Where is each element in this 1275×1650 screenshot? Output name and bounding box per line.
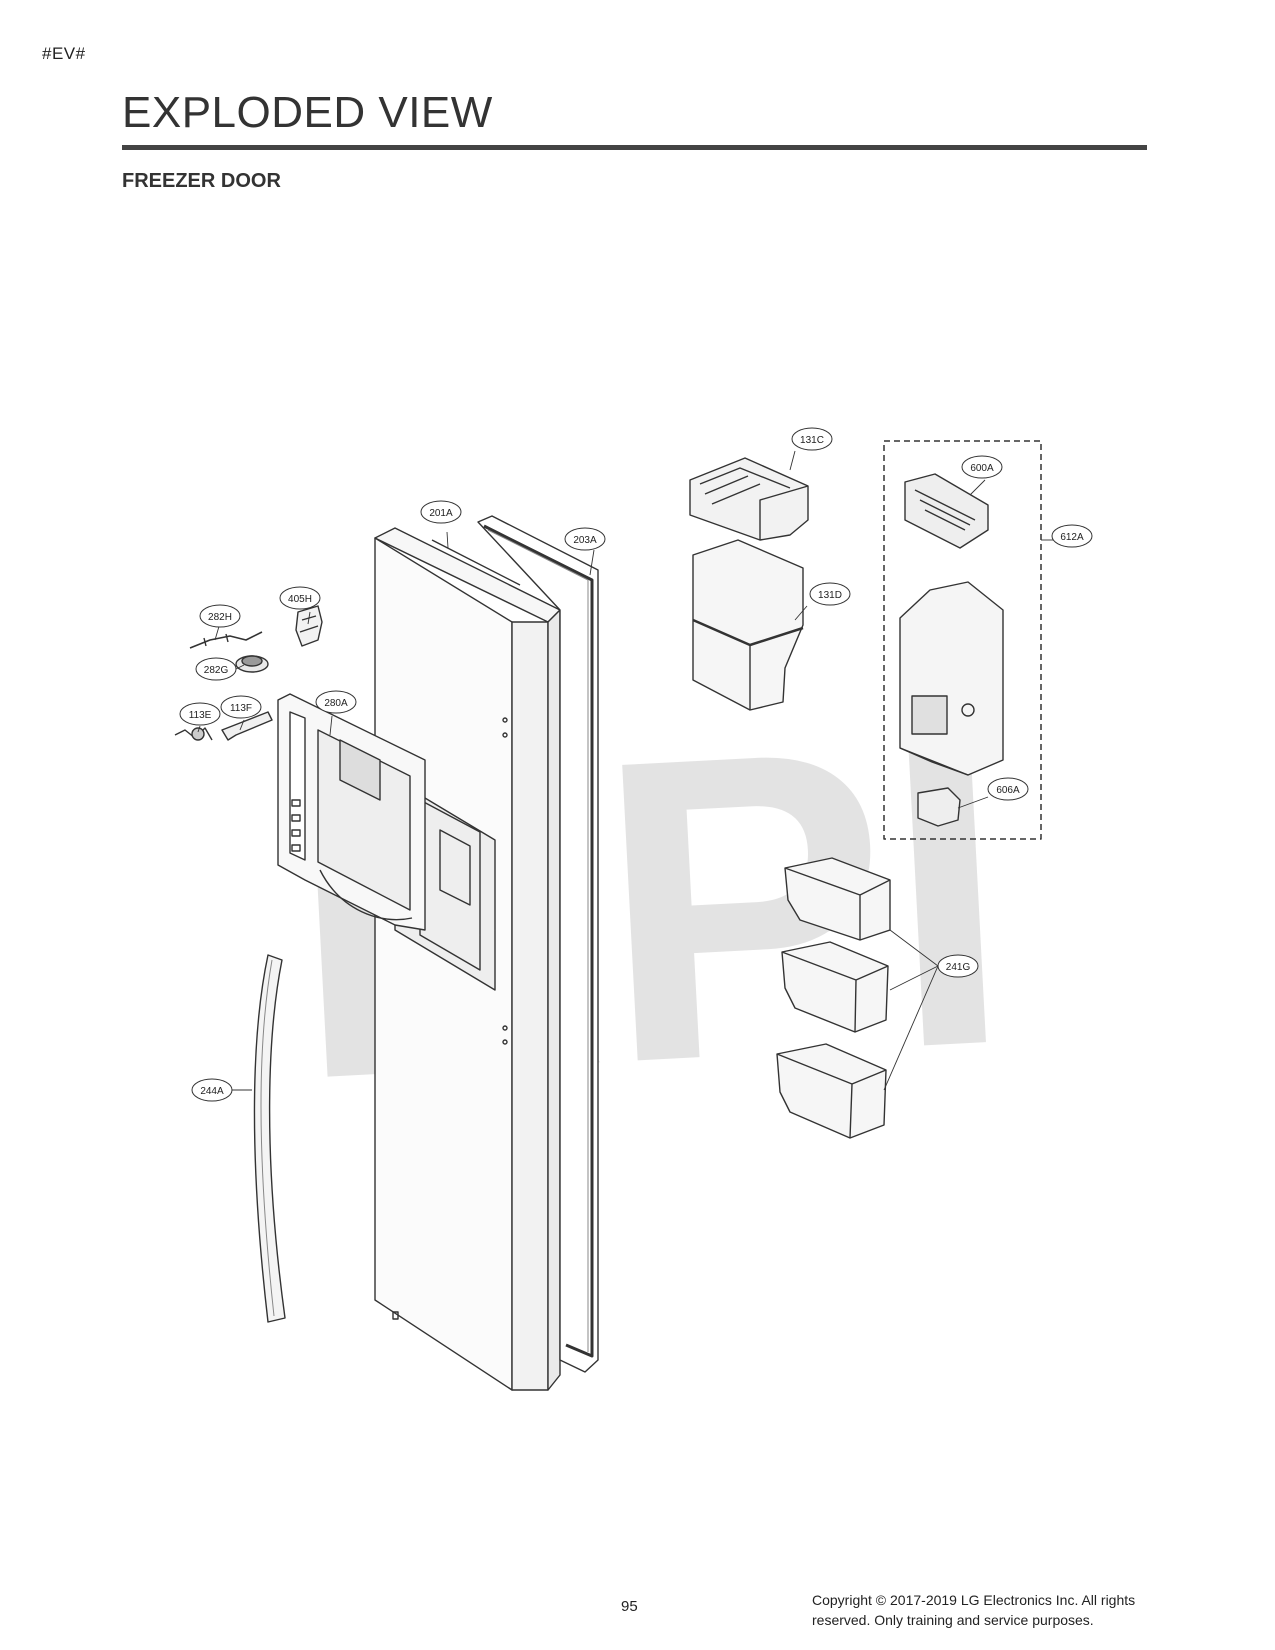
callout-131c: 131C bbox=[791, 427, 833, 451]
freezer-door-body bbox=[374, 527, 576, 1391]
door-bin-3 bbox=[776, 1043, 887, 1139]
svg-text:280A: 280A bbox=[324, 698, 348, 709]
callout-612a: 612A bbox=[1051, 524, 1093, 548]
part-282h bbox=[189, 631, 263, 649]
callout-606a: 606A bbox=[987, 777, 1029, 801]
callout-113f: 113F bbox=[220, 695, 262, 719]
page-tag: #EV# bbox=[42, 44, 86, 63]
callout-600a: 600A bbox=[961, 455, 1003, 479]
callout-405h: 405H bbox=[279, 586, 321, 610]
icemaker-606a bbox=[917, 787, 961, 827]
svg-text:241G: 241G bbox=[946, 962, 971, 973]
icemaker-600a bbox=[904, 473, 989, 549]
callout-241g: 241G bbox=[937, 954, 979, 978]
svg-text:113E: 113E bbox=[189, 710, 212, 721]
svg-text:282H: 282H bbox=[208, 612, 232, 623]
part-113e bbox=[174, 727, 213, 741]
title-divider bbox=[122, 145, 1147, 150]
callout-282h: 282H bbox=[199, 604, 241, 628]
callout-244a: 244A bbox=[191, 1078, 233, 1102]
copyright-line-1: Copyright © 2017-2019 LG Electronics Inc… bbox=[812, 1592, 1136, 1608]
svg-text:282G: 282G bbox=[204, 665, 229, 676]
ice-bin-cover bbox=[689, 457, 809, 541]
callout-201a: 201A bbox=[420, 500, 462, 524]
icemaker-assembly-box bbox=[883, 440, 1042, 840]
door-bin-2 bbox=[781, 941, 889, 1033]
svg-text:203A: 203A bbox=[573, 535, 597, 546]
section-subtitle: FREEZER DOOR bbox=[122, 170, 281, 192]
callout-203a: 203A bbox=[564, 527, 606, 551]
svg-text:131C: 131C bbox=[800, 435, 824, 446]
part-282g bbox=[235, 655, 269, 673]
svg-text:612A: 612A bbox=[1060, 532, 1084, 543]
svg-text:113F: 113F bbox=[230, 703, 252, 714]
callout-131d: 131D bbox=[809, 582, 851, 606]
page-title: EXPLODED VIEW bbox=[122, 88, 493, 137]
door-handle bbox=[253, 954, 286, 1323]
callout-282g: 282G bbox=[195, 657, 237, 681]
copyright-line-2: reserved. Only training and service purp… bbox=[812, 1612, 1094, 1628]
part-405h bbox=[295, 605, 323, 647]
icemaker-housing bbox=[899, 581, 1004, 776]
svg-text:244A: 244A bbox=[200, 1086, 224, 1097]
copyright-notice: Copyright © 2017-2019 LG Electronics Inc… bbox=[812, 1590, 1212, 1630]
svg-text:606A: 606A bbox=[996, 785, 1020, 796]
svg-text:131D: 131D bbox=[818, 590, 842, 601]
callout-280a: 280A bbox=[315, 690, 357, 714]
page-number: 95 bbox=[621, 1598, 638, 1615]
ice-bin bbox=[692, 539, 804, 711]
callout-113e: 113E bbox=[179, 702, 221, 726]
svg-text:201A: 201A bbox=[429, 508, 453, 519]
svg-text:405H: 405H bbox=[288, 594, 312, 605]
dispenser-cover bbox=[277, 693, 426, 931]
svg-text:600A: 600A bbox=[970, 463, 994, 474]
part-113f bbox=[221, 711, 273, 741]
door-gasket bbox=[477, 515, 599, 1373]
door-bin-1 bbox=[784, 857, 891, 941]
